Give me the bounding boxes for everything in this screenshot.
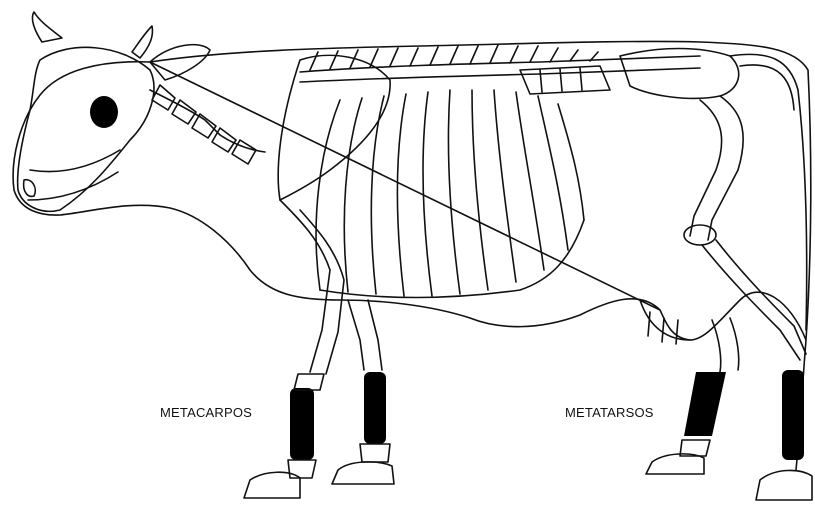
thoracic-spine <box>300 45 700 82</box>
rib-cage <box>316 90 584 298</box>
cervical-vertebrae <box>150 85 265 164</box>
front-leg-near <box>244 200 344 498</box>
right-horn <box>132 26 153 58</box>
front-leg-far <box>332 300 394 484</box>
lumbar-vertebrae <box>520 66 610 94</box>
scapula <box>278 55 390 200</box>
ear <box>150 45 210 80</box>
metacarpal-bone-near <box>290 388 314 460</box>
left-horn <box>32 12 62 42</box>
metacarpal-bone-far <box>364 372 386 444</box>
eye-socket <box>90 96 118 128</box>
tail <box>730 54 807 330</box>
hind-leg-far <box>646 318 739 474</box>
metatarsal-bone-near <box>782 370 804 460</box>
nostril <box>24 180 36 197</box>
metatarsal-bone-far <box>684 372 726 436</box>
label-metacarpos: METACARPOS <box>160 405 252 420</box>
jaw <box>28 150 120 200</box>
skull <box>18 47 154 211</box>
label-metatarsos: METATARSOS <box>565 405 654 420</box>
